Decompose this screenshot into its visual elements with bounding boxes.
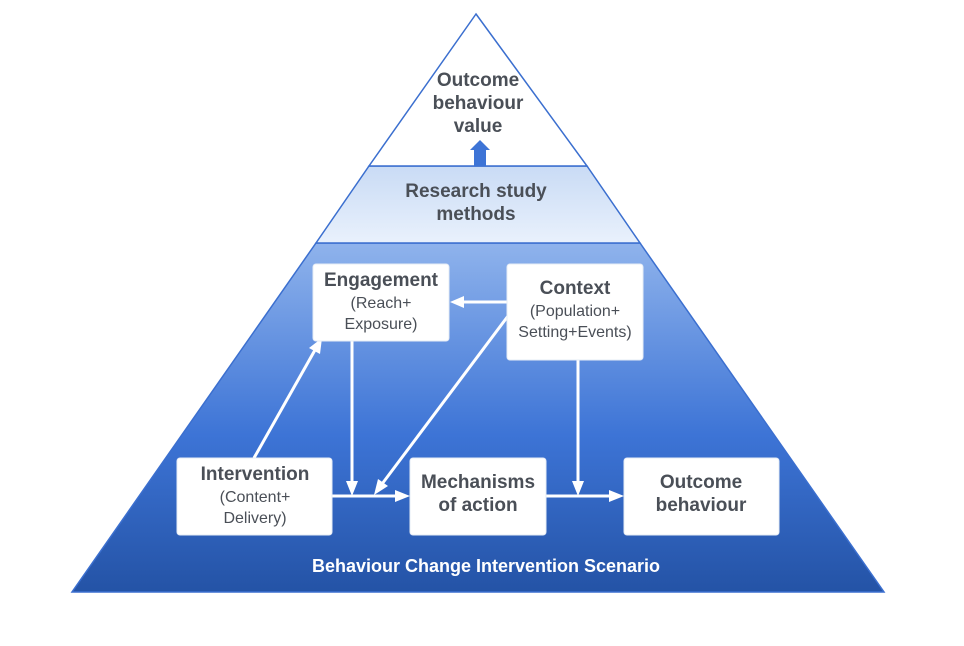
arrow-intervention-to-engagement bbox=[252, 349, 317, 459]
mechanisms-title-2: of action bbox=[438, 495, 517, 516]
node-engagement: Engagement (Reach+ Exposure) bbox=[312, 263, 450, 342]
arrowhead-outcome bbox=[609, 490, 624, 502]
node-context: Context (Population+ Setting+Events) bbox=[506, 263, 644, 361]
outcome-title-2: behaviour bbox=[656, 495, 747, 516]
arrow-context-to-mechanisms bbox=[380, 315, 510, 485]
context-title: Context bbox=[540, 278, 611, 299]
outcome-title-1: Outcome bbox=[660, 472, 742, 493]
arrowhead-engagement-down bbox=[346, 481, 358, 496]
top-tier-line-3: value bbox=[454, 116, 503, 137]
intervention-title: Intervention bbox=[201, 464, 310, 485]
context-sub-2: Setting+Events) bbox=[518, 324, 631, 341]
arrowhead-mechanisms bbox=[395, 490, 410, 502]
pyramid-base-tier bbox=[70, 242, 886, 593]
mechanisms-title-1: Mechanisms bbox=[421, 472, 535, 493]
top-tier-line-2: behaviour bbox=[433, 93, 524, 114]
base-tier-caption: Behaviour Change Intervention Scenario bbox=[312, 556, 660, 576]
middle-tier-line-1: Research study bbox=[405, 181, 547, 202]
engagement-sub-2: Exposure) bbox=[345, 316, 418, 333]
node-outcome: Outcome behaviour bbox=[623, 457, 780, 536]
intervention-sub-2: Delivery) bbox=[223, 510, 286, 527]
middle-tier-line-2: methods bbox=[436, 204, 515, 225]
node-intervention: Intervention (Content+ Delivery) bbox=[176, 457, 333, 536]
engagement-sub-1: (Reach+ bbox=[351, 295, 412, 312]
arrowhead-context-down bbox=[572, 481, 584, 496]
up-arrow-icon bbox=[470, 140, 490, 166]
node-mechanisms: Mechanisms of action bbox=[409, 457, 547, 536]
arrowhead-engagement bbox=[450, 296, 464, 308]
context-sub-1: (Population+ bbox=[530, 303, 620, 320]
flow-connectors bbox=[252, 296, 624, 502]
arrowhead-context-diagonal bbox=[374, 479, 388, 495]
top-tier-line-1: Outcome bbox=[437, 70, 519, 91]
arrowhead-engagement-lower bbox=[309, 338, 322, 354]
intervention-sub-1: (Content+ bbox=[220, 489, 291, 506]
engagement-title: Engagement bbox=[324, 270, 439, 291]
